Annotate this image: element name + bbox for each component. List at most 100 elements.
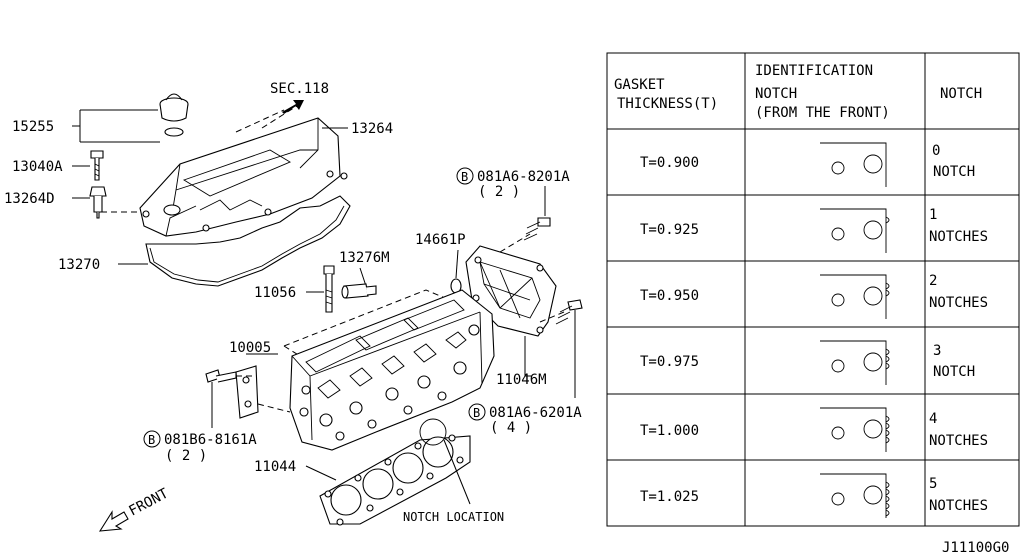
- figure-id: J11100G0: [942, 540, 1009, 556]
- notch-mark: [885, 289, 890, 297]
- cap-o-ring: [164, 127, 184, 137]
- rocker-cover-gasket: [145, 195, 351, 287]
- notch-mark: [885, 495, 890, 503]
- callout-081B6-8161A-qty: ( 2 ): [165, 448, 207, 464]
- notch-mark: [885, 422, 890, 430]
- bolt-hole-circle: [831, 492, 845, 506]
- bolt-symbol-icon: [143, 430, 161, 448]
- notch-diagram: [820, 274, 890, 319]
- table-row: T=0.950 2 NOTCHES: [640, 273, 988, 311]
- bore-circle: [863, 485, 883, 505]
- row-notch-number: 5: [929, 476, 937, 492]
- bolt-symbol-letter: B: [461, 170, 468, 184]
- callout-13264: 13264: [351, 121, 393, 137]
- callout-081A6-8201A-qty: ( 2 ): [478, 184, 520, 200]
- notch-diagram: [820, 473, 890, 518]
- table-row: T=1.000 4 NOTCHES: [640, 411, 988, 449]
- bolt-symbol-letter: B: [473, 406, 480, 420]
- bolt-hole-circle: [831, 359, 845, 373]
- sensor-13276M: [341, 283, 377, 299]
- rocker-cover: [139, 117, 348, 237]
- oil-filler-cap: [159, 93, 189, 137]
- bolt-symbol-letter: B: [148, 433, 155, 447]
- bolt-081A6-6201A: [555, 299, 583, 325]
- cylinder-head: [289, 289, 495, 451]
- row-notch-number: 1: [929, 207, 937, 223]
- notch-mark: [885, 509, 890, 517]
- gasket-edge-outline: [820, 208, 887, 253]
- row-notch-word: NOTCHES: [929, 229, 988, 245]
- callout-11046M: 11046M: [496, 372, 547, 388]
- table-row: T=0.900 0 NOTCH: [640, 143, 975, 180]
- callout-081A6-6201A-qty: ( 4 ): [490, 420, 532, 436]
- front-label: FRONT: [126, 485, 171, 519]
- bracket-10005: [235, 365, 259, 419]
- callout-081A6-8201A: 081A6-8201A: [477, 169, 570, 185]
- callout-13276M: 13276M: [339, 250, 390, 266]
- bore-circle: [863, 286, 883, 306]
- notch-diagram: [820, 340, 890, 385]
- bolt-081B6-8161A: [205, 369, 237, 383]
- table-row: T=1.025 5 NOTCHES: [640, 476, 988, 514]
- table-row: T=0.975 3 NOTCH: [640, 343, 975, 380]
- notch-mark: [885, 415, 890, 423]
- callout-13270: 13270: [58, 257, 100, 273]
- notch-mark: [885, 216, 890, 224]
- callout-15255: 15255: [12, 119, 54, 135]
- bore-circle: [863, 154, 883, 174]
- row-notch-number: 0: [932, 143, 940, 159]
- callout-081A6-6201A: 081A6-6201A: [489, 405, 582, 421]
- notch-mark: [885, 488, 890, 496]
- bolt-symbol-icon: [456, 167, 474, 185]
- notch-diagram: [820, 142, 887, 187]
- gasket-edge-outline: [820, 407, 887, 452]
- gasket-thickness-table: GASKET THICKNESS(T) IDENTIFICATION NOTCH…: [606, 52, 1020, 527]
- row-thickness: T=0.975: [640, 354, 699, 370]
- gasket-edge-outline: [820, 473, 887, 518]
- row-notch-number: 4: [929, 411, 937, 427]
- table-row: T=0.925 1 NOTCHES: [640, 207, 988, 245]
- sec-arrow-icon: [282, 100, 304, 114]
- notch-location-marker: [419, 418, 447, 446]
- notch-mark: [885, 429, 890, 437]
- callout-sec118: SEC.118: [270, 81, 329, 97]
- callout-11056: 11056: [254, 285, 296, 301]
- row-notch-number: 2: [929, 273, 937, 289]
- header-gasket: GASKET: [614, 77, 665, 93]
- callout-11044: 11044: [254, 459, 296, 475]
- head-gasket: [319, 434, 471, 526]
- notch-diagram: [820, 208, 890, 253]
- bore-circle: [863, 352, 883, 372]
- cover-filler-hole: [163, 204, 181, 216]
- row-thickness: T=1.000: [640, 423, 699, 439]
- bolt-symbol-icon: [468, 403, 486, 421]
- row-thickness: T=0.950: [640, 288, 699, 304]
- callout-14661P: 14661P: [415, 232, 466, 248]
- header-thickness: THICKNESS(T): [617, 96, 718, 112]
- notch-mark: [885, 282, 890, 290]
- row-thickness: T=0.925: [640, 222, 699, 238]
- notch-mark: [885, 436, 890, 444]
- callout-13264D: 13264D: [4, 191, 55, 207]
- notch-diagrams: [820, 142, 890, 518]
- row-thickness: T=0.900: [640, 155, 699, 171]
- row-thickness: T=1.025: [640, 489, 699, 505]
- gasket-edge-outline: [820, 340, 887, 385]
- bolt-hole-circle: [831, 227, 845, 241]
- bolt-hole-circle: [831, 161, 845, 175]
- notch-diagram: [820, 407, 890, 452]
- notch-mark: [885, 348, 890, 356]
- row-notch-word: NOTCHES: [929, 295, 988, 311]
- bolt-13040A: [90, 150, 104, 181]
- callout-13040A: 13040A: [12, 159, 63, 175]
- row-notch-number: 3: [933, 343, 941, 359]
- row-notch-word: NOTCH: [933, 164, 975, 180]
- notch-mark: [885, 502, 890, 510]
- bore-circle: [863, 220, 883, 240]
- callout-10005: 10005: [229, 340, 271, 356]
- gasket-edge-outline: [820, 142, 887, 187]
- front-arrow-icon: [98, 510, 129, 532]
- row-notch-word: NOTCHES: [929, 433, 988, 449]
